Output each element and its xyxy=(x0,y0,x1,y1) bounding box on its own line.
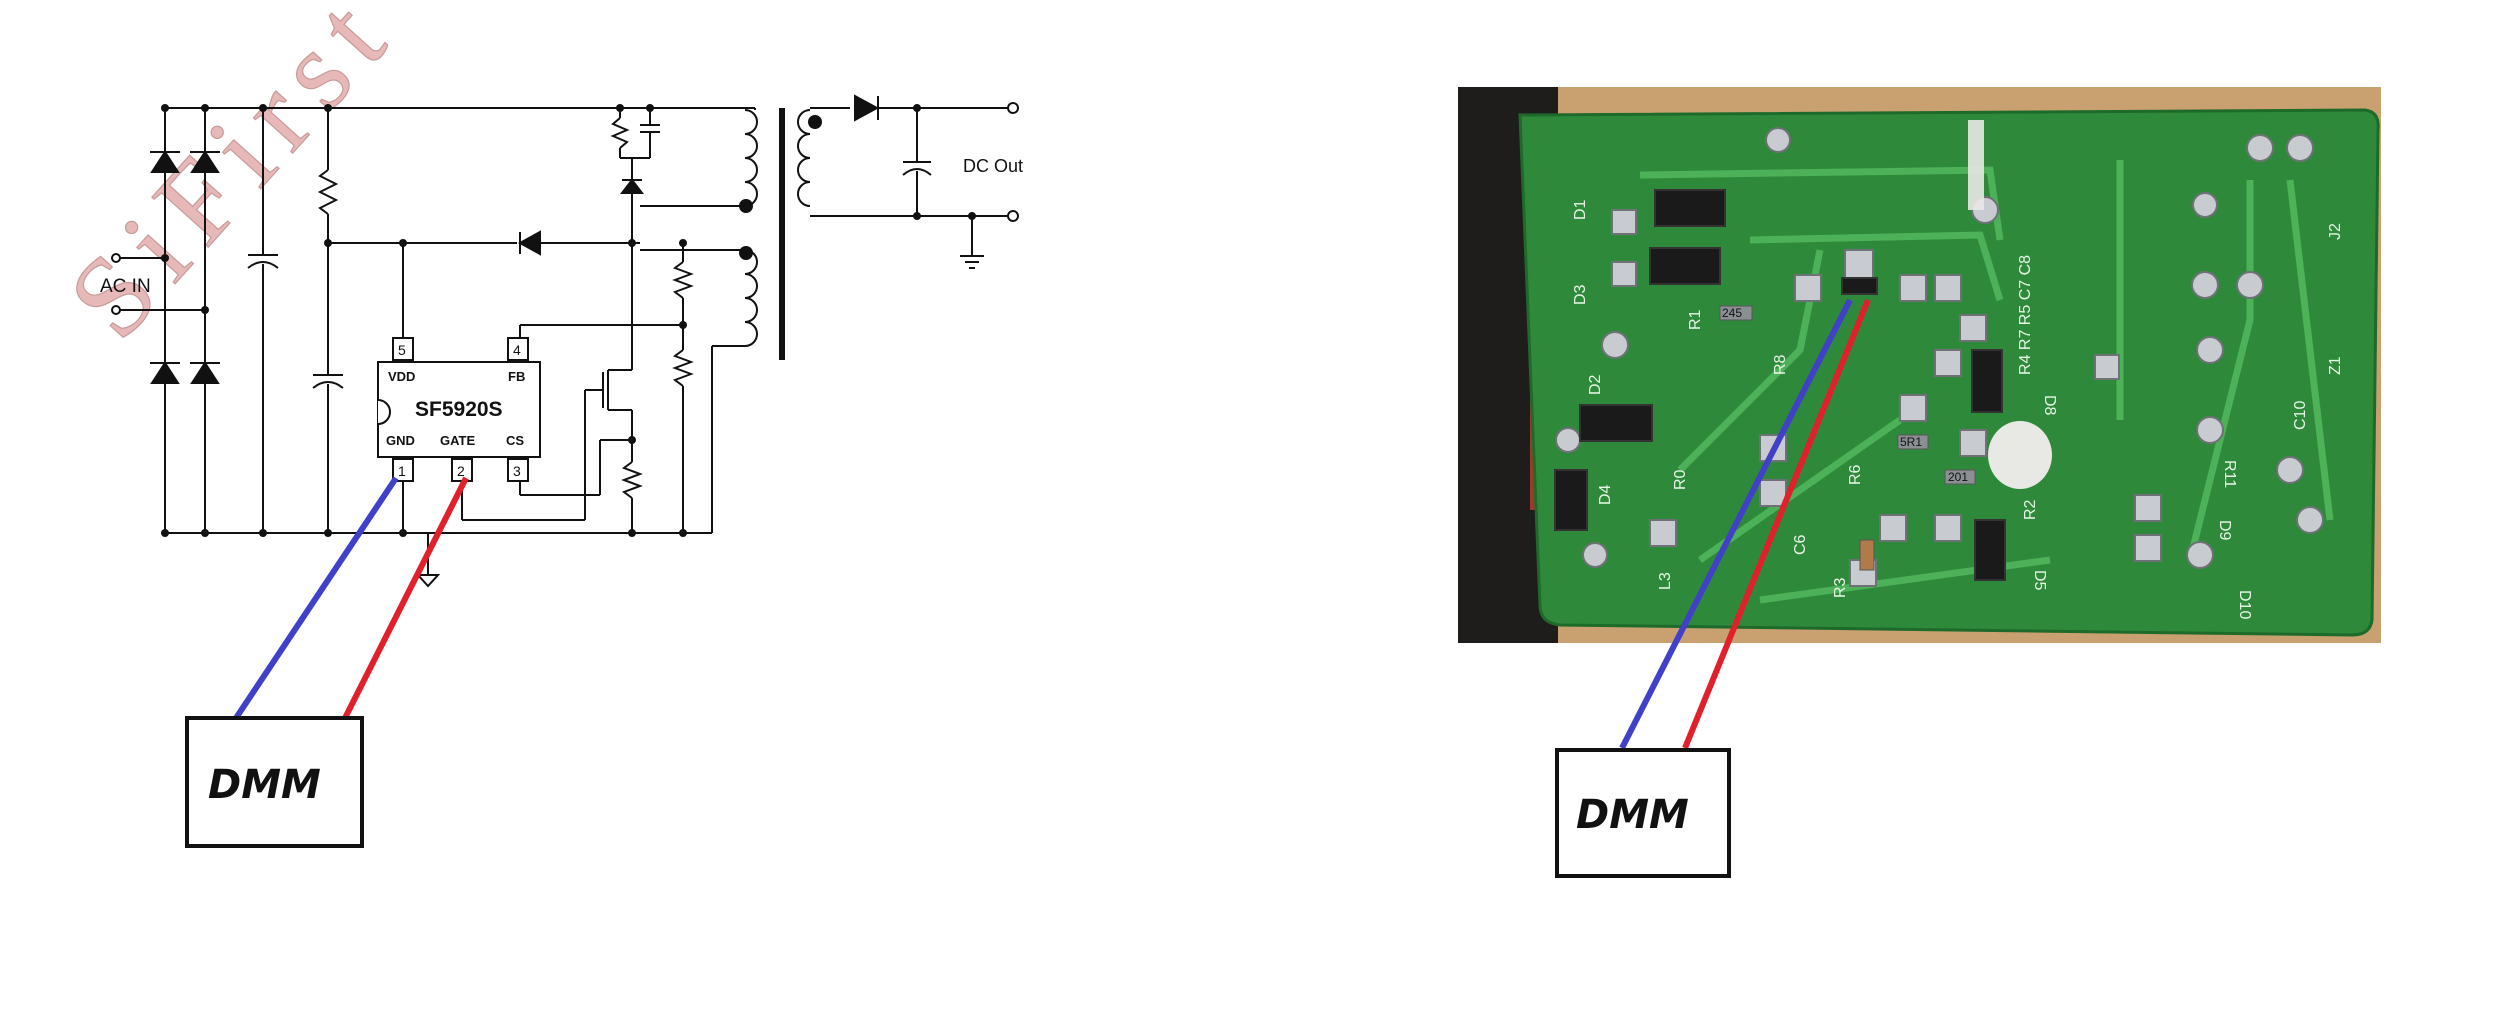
bridge-diode xyxy=(150,150,220,384)
black-probe-wire xyxy=(233,476,399,720)
silkscreen-label: R6 xyxy=(1847,464,1864,485)
silkscreen-label: R8 xyxy=(1772,354,1789,375)
silkscreen-labels: D1 D3 D2 D4 R1 R8 R0 L3 C6 R6 R3 R2 D5 D… xyxy=(1572,199,2344,619)
pin2-label: GATE xyxy=(440,433,475,448)
silkscreen-label: Z1 xyxy=(2327,356,2344,375)
dc-out-label: DC Out xyxy=(963,156,1023,176)
silkscreen-label: C10 xyxy=(2292,401,2309,430)
silkscreen-label: D5 xyxy=(2031,570,2048,591)
silkscreen-label: R2 xyxy=(2022,499,2039,520)
dmm-box-right: DMM xyxy=(1555,748,1731,878)
silkscreen-label: C6 xyxy=(1792,534,1809,555)
red-probe-wire xyxy=(342,476,469,720)
silkscreen-label: 5R1 xyxy=(1900,435,1922,449)
schematic: SiFirst AC IN xyxy=(44,0,1023,588)
pin1-label: GND xyxy=(386,433,415,448)
silkscreen-label: D3 xyxy=(1572,284,1589,305)
pcb-photo xyxy=(1458,87,2381,643)
silkscreen-label: 201 xyxy=(1948,470,1968,484)
silkscreen-label: R4 R7 R5 C7 C8 xyxy=(2017,255,2034,375)
ac-in-label: AC IN xyxy=(100,276,151,297)
silkscreen-label: D9 xyxy=(2216,520,2233,541)
watermark: SiFirst xyxy=(44,0,419,362)
pin3-label: CS xyxy=(506,433,524,448)
pin5-label: VDD xyxy=(388,369,415,384)
silkscreen-label: J2 xyxy=(2327,223,2344,240)
red-probe-wire-photo xyxy=(1682,298,1871,750)
silkscreen-label: R3 xyxy=(1832,577,1849,598)
dmm-box-left: DMM xyxy=(185,716,364,848)
silkscreen-label: L3 xyxy=(1657,572,1674,590)
pin4-number: 4 xyxy=(513,342,521,358)
silkscreen-label: D4 xyxy=(1597,484,1614,505)
silkscreen-label: D2 xyxy=(1587,374,1604,395)
silkscreen-label: R1 xyxy=(1687,309,1704,330)
pin1-number: 1 xyxy=(398,463,406,479)
pin3-number: 3 xyxy=(513,463,521,479)
silkscreen-label: D8 xyxy=(2041,395,2058,416)
silkscreen-label: 245 xyxy=(1722,306,1742,320)
dmm-label-right: DMM xyxy=(1576,792,1689,838)
pin2-number: 2 xyxy=(457,463,465,479)
black-probe-wire-photo xyxy=(1619,298,1853,750)
junction-dots xyxy=(161,104,976,537)
pin4-label: FB xyxy=(508,369,525,384)
silkscreen-label: D1 xyxy=(1572,199,1589,220)
silkscreen-label: R11 xyxy=(2221,460,2238,488)
dmm-label-left: DMM xyxy=(208,762,321,808)
pin5-number: 5 xyxy=(398,342,406,358)
silkscreen-label: R0 xyxy=(1672,469,1689,490)
silkscreen-label: D10 xyxy=(2236,590,2253,619)
ic-chip xyxy=(377,361,541,458)
chip-name: SF5920S xyxy=(415,398,503,421)
